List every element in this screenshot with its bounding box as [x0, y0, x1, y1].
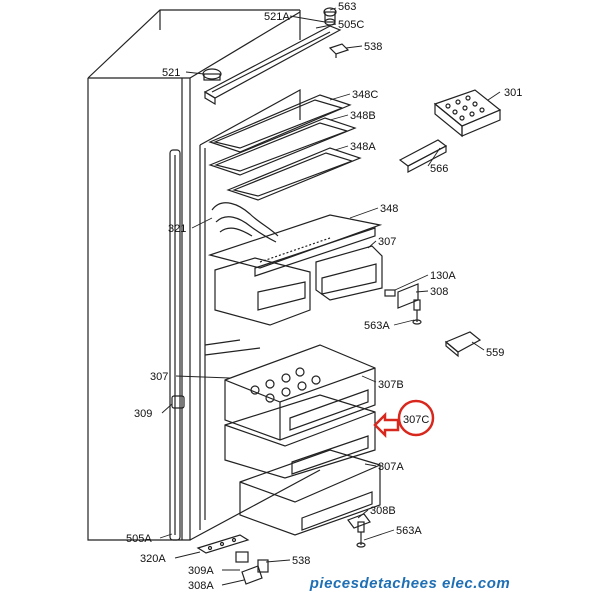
fridge-cabinet: [87, 9, 321, 541]
label-348: 348: [380, 203, 398, 215]
top-rail-505c: [203, 25, 342, 106]
label-307b: 307B: [378, 379, 404, 391]
label-563: 563: [338, 1, 356, 13]
label-521a: 521A: [264, 11, 290, 23]
knob-563: [323, 7, 337, 26]
crisper-cover-348: [207, 214, 383, 277]
leader-lines: [159, 7, 501, 586]
label-348c: 348C: [352, 89, 378, 101]
hinge-308-top: [384, 283, 422, 325]
hinge-308b: [347, 513, 371, 548]
label-307-top: 307: [378, 236, 396, 248]
label-348a: 348A: [350, 141, 376, 153]
label-348b: 348B: [350, 110, 376, 122]
label-309: 309: [134, 408, 152, 420]
clip-538-top: [328, 43, 350, 58]
label-505a: 505A: [126, 533, 152, 545]
label-309a: 309A: [188, 565, 214, 577]
label-521: 521: [162, 67, 180, 79]
freezer-drawer-307a: [239, 449, 381, 536]
label-308b: 308B: [370, 505, 396, 517]
crisper-drawer-right: [315, 245, 383, 301]
label-563a-top: 563A: [364, 320, 390, 332]
label-307c: 307C: [403, 414, 429, 426]
label-563a-bottom: 563A: [396, 525, 422, 537]
label-321: 321: [168, 223, 186, 235]
lamp-cover-521: [202, 68, 222, 81]
label-308: 308: [430, 286, 448, 298]
label-559: 559: [486, 347, 504, 359]
label-308a: 308A: [188, 580, 214, 592]
shelf-348a: [226, 147, 362, 201]
label-307a: 307A: [378, 461, 404, 473]
shelf-348b: [208, 117, 357, 176]
highlight-307c: [373, 399, 435, 439]
freezer-drawer-307c: [224, 394, 376, 479]
handle-559: [444, 331, 482, 358]
hinge-bottom-parts: [235, 551, 269, 585]
label-130a: 130A: [430, 270, 456, 282]
door-seal-505a: [169, 149, 181, 541]
label-301: 301: [504, 87, 522, 99]
watermark: piecesdetachees elec.com: [309, 575, 510, 592]
label-505c: 505C: [338, 19, 364, 31]
bottom-rail-320a: [196, 534, 250, 554]
ice-tray-301: [433, 89, 502, 138]
label-538-top: 538: [364, 41, 382, 53]
label-307-left: 307: [150, 371, 168, 383]
wire-rack: [211, 202, 279, 243]
shelf-348c: [208, 94, 352, 153]
hinge-309: [171, 395, 185, 409]
scraper-566: [398, 139, 448, 173]
freezer-drawer-307b: [224, 344, 376, 441]
label-538-bottom: 538: [292, 555, 310, 567]
label-566: 566: [430, 163, 448, 175]
label-320a: 320A: [140, 553, 166, 565]
crisper-drawer-left: [214, 257, 311, 326]
